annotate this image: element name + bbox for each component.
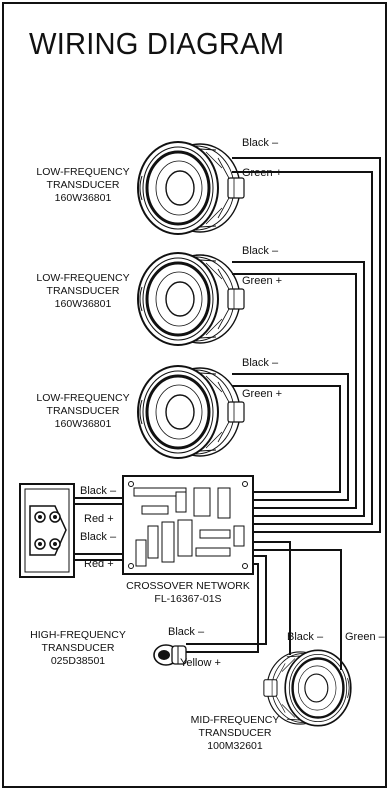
input-red-bottom-label: Red +	[84, 558, 114, 570]
lf2-label: LOW-FREQUENCY TRANSDUCER 160W36801	[36, 272, 130, 310]
input-red-top-label: Red +	[84, 513, 114, 525]
hf-yellow-label: Yellow +	[180, 657, 221, 669]
wire-paths	[74, 157, 381, 670]
input-terminal-icon	[19, 483, 75, 578]
lf1-speaker-icon	[136, 140, 246, 236]
mf-green-label: Green –	[345, 631, 385, 643]
input-black-bottom-label: Black –	[80, 531, 117, 543]
lf3-black-label: Black –	[242, 357, 279, 369]
lf1-black-label: Black –	[242, 137, 279, 149]
lf2-speaker-icon	[136, 251, 246, 347]
lf2-green-label: Green +	[242, 275, 283, 287]
mf-black-label: Black –	[287, 631, 324, 643]
lf3-label: LOW-FREQUENCY TRANSDUCER 160W36801	[36, 392, 130, 430]
lf3-green-label: Green +	[242, 388, 283, 400]
lf3-speaker-icon	[136, 364, 246, 460]
hf-label: HIGH-FREQUENCY TRANSDUCER 025D38501	[30, 629, 126, 667]
hf-black-label: Black –	[168, 626, 205, 638]
crossover-label: CROSSOVER NETWORK FL-16367-01S	[126, 580, 250, 605]
hf-tweeter-icon	[153, 644, 187, 666]
crossover-board-icon	[122, 475, 254, 575]
page-title: WIRING DIAGRAM	[29, 26, 285, 61]
lf1-label: LOW-FREQUENCY TRANSDUCER 160W36801	[36, 166, 130, 204]
lf1-green-label: Green +	[242, 167, 283, 179]
diagram-frame	[2, 2, 387, 788]
lf2-black-label: Black –	[242, 245, 279, 257]
mf-label: MID-FREQUENCY TRANSDUCER 100M32601	[190, 714, 280, 752]
input-black-top-label: Black –	[80, 485, 117, 497]
